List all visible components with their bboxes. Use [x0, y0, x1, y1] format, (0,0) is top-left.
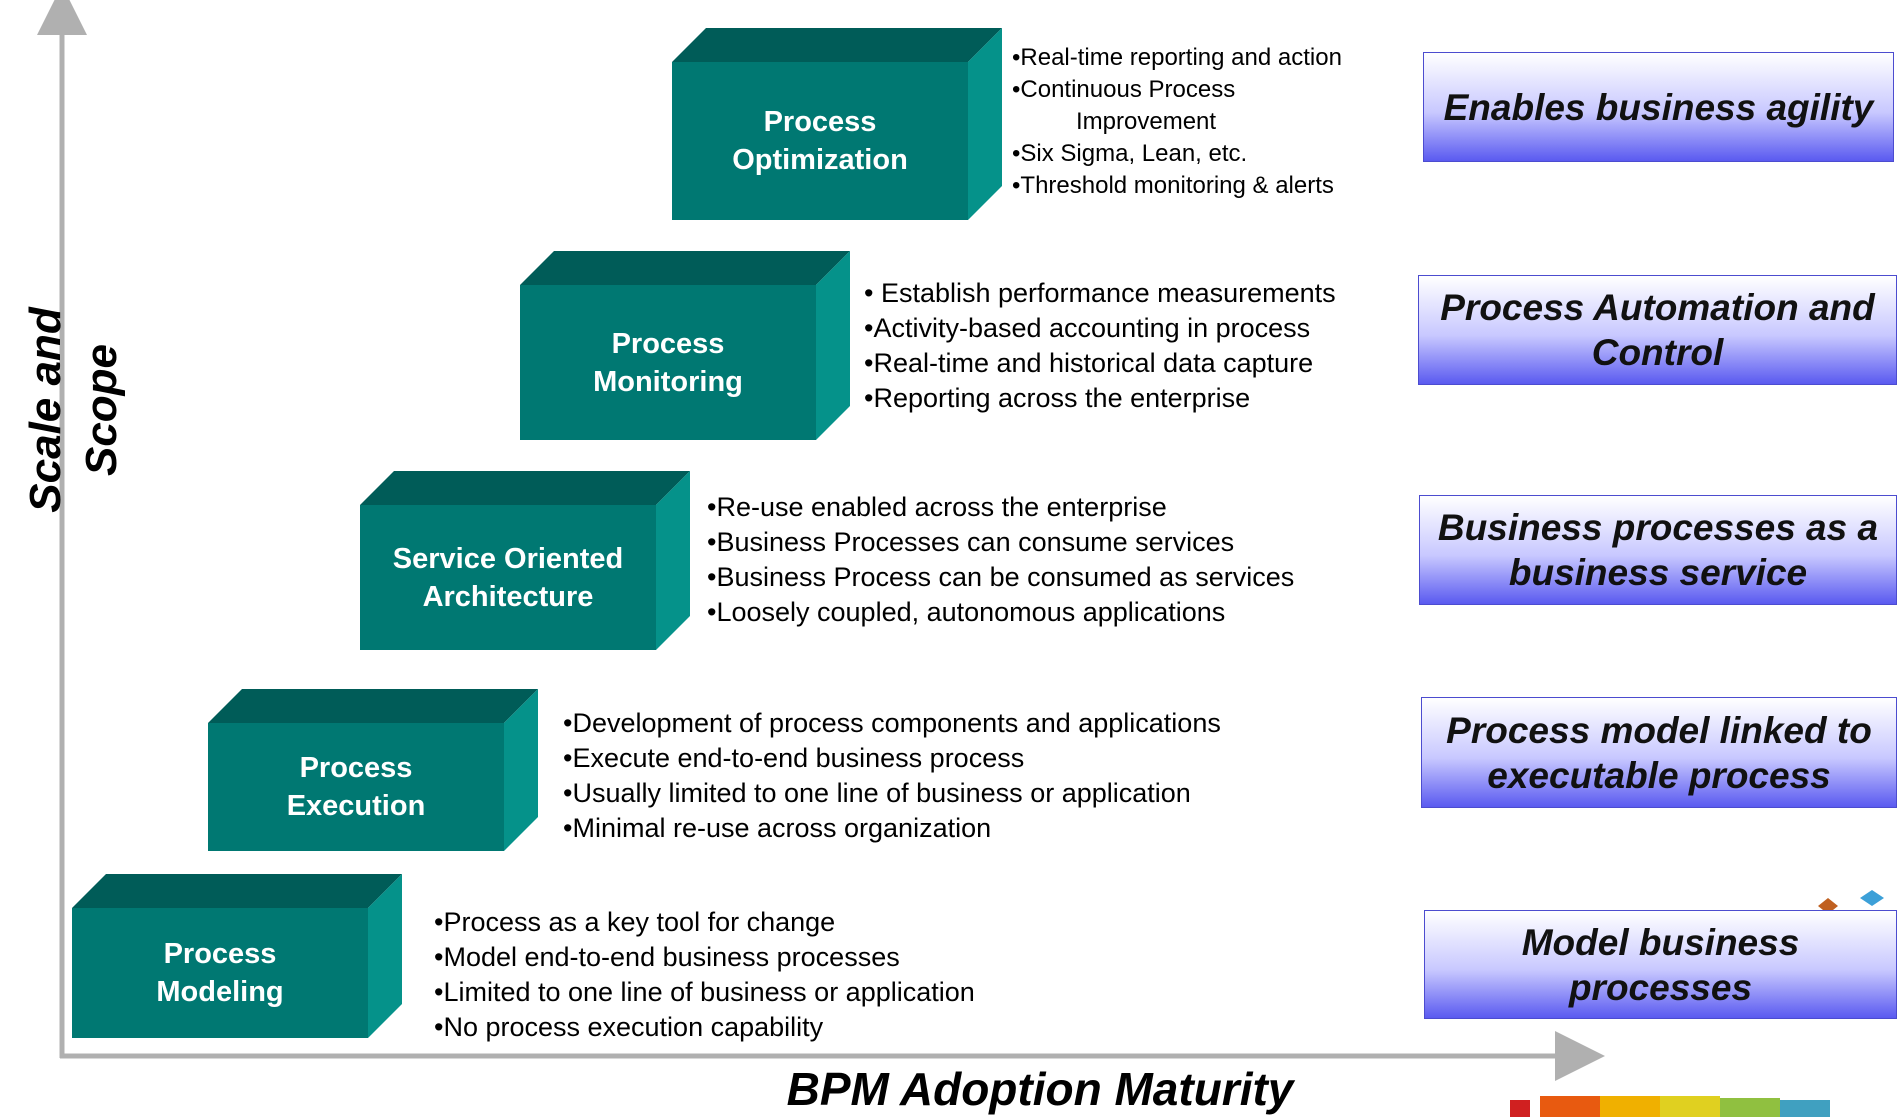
bullet-item: Real-time and historical data capture	[864, 346, 1336, 381]
y-axis-label: Scale and Scope	[21, 307, 126, 513]
stage-title-process-modeling: Process Modeling	[72, 908, 368, 1038]
stage-title-line: Execution	[286, 790, 426, 822]
bullet-item: Model end-to-end business processes	[434, 940, 975, 975]
bullet-item: Reporting across the enterprise	[864, 381, 1336, 416]
stage-title-line: Process	[163, 938, 277, 970]
bullet-item: Limited to one line of business or appli…	[434, 975, 974, 1010]
stage-block-face-service-oriented-architecture	[360, 505, 656, 650]
bullet-item: Business Processes can consume services	[707, 525, 1294, 560]
stage-bullets-process-optimization: Real-time reporting and action Continuou…	[1012, 42, 1342, 202]
bullet-item-continuation: Improvement	[1076, 108, 1217, 135]
stage-block-face-process-modeling	[72, 908, 368, 1038]
bullet-item: Execute end-to-end business process	[563, 741, 1221, 776]
bullet-item: Business Process can be consumed as serv…	[707, 560, 1294, 595]
stage-block-side-process-modeling	[368, 874, 402, 1038]
bullet-item: Threshold monitoring & alerts	[1012, 170, 1342, 202]
bullet-item: Establish performance measurements	[864, 276, 1336, 311]
stage-title-line: Monitoring	[593, 365, 743, 398]
bullet-item: Loosely coupled, autonomous applications	[707, 595, 1294, 630]
stage-title-process-optimization: Process Optimization	[672, 62, 968, 220]
stage-title-line: Service Oriented	[392, 542, 624, 575]
stage-bullets-soa: Re-use enabled across the enterprise Bus…	[707, 490, 1294, 630]
stage-block-face-process-optimization	[672, 62, 968, 220]
stage-bullets-process-monitoring: Establish performance measurements Activ…	[864, 276, 1336, 416]
bullet-item: Process as a key tool for change	[434, 905, 975, 940]
bullet-item: Six Sigma, Lean, etc.	[1012, 138, 1342, 170]
bullet-item: No process execution capability	[434, 1010, 975, 1045]
bullet-item: Minimal re-use across organization	[563, 811, 1221, 846]
stage-title-line: Process	[763, 106, 877, 138]
stage-block-side-process-execution	[504, 689, 538, 851]
stage-title-line: Process	[611, 327, 725, 360]
outcome-process-automation-control: Process Automation and Control	[1418, 275, 1897, 385]
stage-title-line: Architecture	[422, 580, 594, 613]
outcome-enables-business-agility: Enables business agility	[1423, 52, 1894, 162]
logo-fragment	[1510, 890, 1884, 1117]
stage-block-top-process-execution	[208, 689, 538, 723]
stage-title-line: Modeling	[156, 976, 284, 1008]
stage-block-side-process-monitoring	[816, 251, 850, 440]
stage-block-side-service-oriented-architecture	[656, 471, 690, 650]
stage-block-face-process-execution	[208, 723, 504, 851]
bullet-item: Continuous Process	[1012, 74, 1342, 106]
stage-block-top-process-monitoring	[520, 251, 850, 285]
bullet-item: Activity-based accounting in process	[864, 311, 1336, 346]
stage-block-top-process-optimization	[672, 28, 1002, 62]
stage-title-line: Process	[299, 752, 413, 784]
outcome-model-business-processes: Model business processes	[1424, 910, 1897, 1019]
stage-title-process-monitoring: Process Monitoring	[520, 285, 816, 440]
stage-bullets-process-modeling: Process as a key tool for change Model e…	[434, 905, 975, 1045]
stage-title-service-oriented-architecture: Service Oriented Architecture	[360, 505, 656, 650]
bullet-item: Real-time reporting and action	[1012, 42, 1342, 74]
outcome-process-model-linked: Process model linked to executable proce…	[1421, 697, 1897, 808]
stage-block-side-process-optimization	[968, 28, 1002, 220]
stage-block-top-process-modeling	[72, 874, 402, 908]
stage-title-line: Optimization	[732, 144, 908, 176]
stage-bullets-process-execution: Development of process components and ap…	[563, 706, 1221, 846]
bullet-item: Re-use enabled across the enterprise	[707, 490, 1294, 525]
bullet-item: Development of process components and ap…	[563, 706, 1220, 741]
x-axis-label: BPM Adoption Maturity	[786, 1063, 1294, 1115]
outcome-business-processes-service: Business processes as a business service	[1419, 495, 1897, 605]
bullet-item: Usually limited to one line of business …	[563, 776, 1221, 811]
stage-block-face-process-monitoring	[520, 285, 816, 440]
stage-title-process-execution: Process Execution	[208, 723, 504, 851]
stage-block-top-service-oriented-architecture	[360, 471, 690, 505]
